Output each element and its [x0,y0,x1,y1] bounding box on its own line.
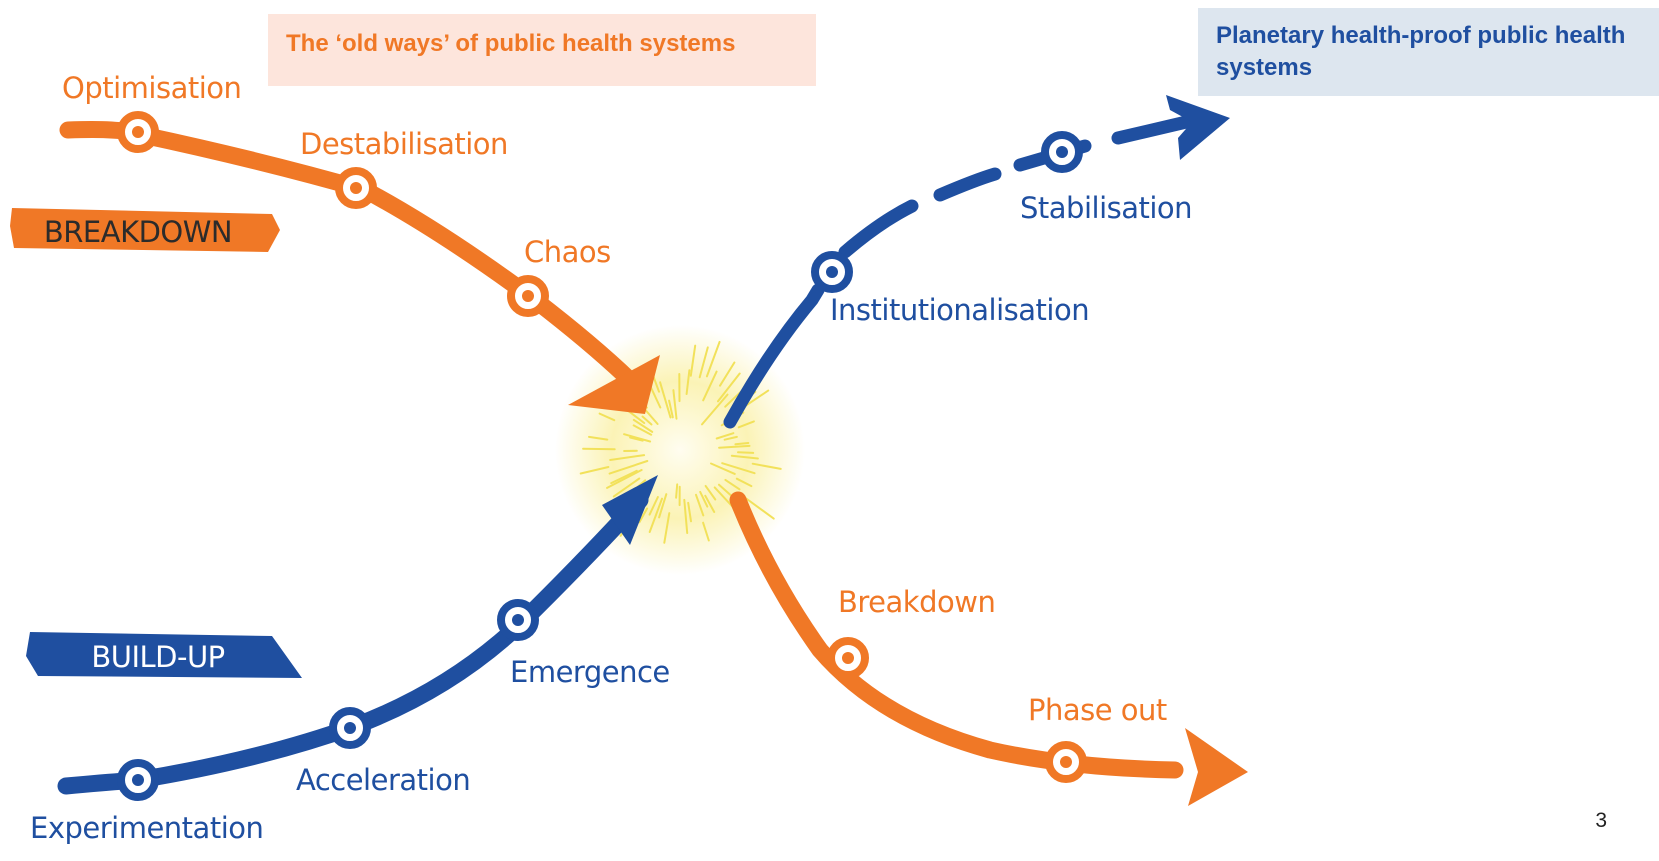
breakdown-banner: BREAKDOWN [10,208,280,252]
label-chaos: Chaos [524,235,611,269]
burst-ray [737,451,755,454]
old-ways-callout: The ‘old ways’ of public health systems [268,14,816,86]
burst-ray [658,493,668,519]
burst-ray [579,466,610,475]
burst-ray [588,435,609,441]
burst-ray [715,432,735,440]
planetary-health-callout: Planetary health-proof public health sys… [1198,8,1659,96]
marker-phase-out [1045,741,1087,783]
burst-ray [713,486,735,509]
page-number: 3 [1595,809,1607,832]
burst-ray [751,462,782,470]
burst-ray [704,494,716,513]
burst-ray [638,507,649,524]
burst-ray [718,444,751,449]
burst-ray [724,478,741,491]
burst-ray [672,389,678,420]
burst-ray [737,420,755,429]
buildup-curve-arrowhead [602,475,658,545]
burst-ray [699,490,709,508]
burst-ray [721,462,756,475]
burst-ray [629,436,644,442]
burst-ray [741,494,775,520]
label-optimisation: Optimisation [62,71,241,105]
marker-optimisation [117,111,159,153]
institutionalisation-curve-segment-2 [838,199,919,259]
burst-ray [705,340,721,378]
burst-ray [632,424,653,436]
marker-destabilisation [335,167,377,209]
burst-ray [701,393,729,426]
buildup-banner: BUILD-UP [26,632,302,678]
phase-out-arrowhead [1185,728,1248,806]
institutionalisation-curve-segment-5 [1111,113,1202,145]
burst-ray [606,469,643,489]
label-phase-out: Phase out [1028,693,1167,727]
label-stabilisation: Stabilisation [1020,191,1192,225]
burst-ray [648,497,663,533]
marker-experimentation [117,759,159,801]
burst-ray [609,454,646,461]
marker-acceleration [329,707,371,749]
burst-ray [704,484,717,501]
label-acceleration: Acceleration [296,763,470,797]
burst-ray [698,346,709,379]
label-institutionalisation: Institutionalisation [830,293,1089,327]
burst-ray [663,512,671,544]
burst-ray [659,381,672,419]
planetary-health-callout-text: Planetary health-proof public health sys… [1216,22,1626,81]
breakdown-banner-label: BREAKDOWN [44,215,232,249]
institutionalisation-curve-segment-3 [933,167,1002,202]
burst-ray [668,399,674,419]
burst-ray [710,462,736,475]
burst-ray [610,469,638,485]
marker-emergence [497,599,539,641]
burst-rays [579,340,782,544]
breakdown-curve-arrowhead [568,355,660,414]
burst-ray [632,418,654,433]
buildup-banner-brush [26,632,302,678]
label-experimentation: Experimentation [30,811,263,845]
burst-ray [723,435,738,441]
burst-ray [648,496,659,516]
burst-ray [641,415,653,426]
burst-ray [735,477,753,488]
burst-ray [687,501,692,523]
burst-ray [702,521,710,542]
burst-ray [608,460,649,475]
label-emergence: Emergence [510,655,670,689]
burst-ray [734,442,750,446]
burst-ray [689,344,697,377]
marker-chaos [507,275,549,317]
label-destabilisation: Destabilisation [300,127,508,161]
stabilisation-arrowhead [1166,95,1230,160]
burst-ray [623,433,652,443]
marker-breakdown [827,637,869,679]
burst-ray [598,412,616,422]
burst-ray [683,498,689,534]
phase-out-curve [729,491,1184,779]
burst-ray [612,477,641,498]
label-breakdown: Breakdown [838,585,995,619]
burst-ray [702,370,718,402]
burst-ray [719,361,736,387]
burst-ray [695,493,705,517]
institutionalisation-curve-segment-1 [723,283,825,429]
burst-ray [685,369,691,395]
burst-ray [717,372,741,403]
burst-ray [675,483,679,499]
marker-institutionalisation [811,251,853,293]
buildup-banner-label: BUILD-UP [91,640,224,674]
breakdown-banner-brush [10,208,280,252]
marker-stabilisation [1041,131,1083,173]
old-ways-callout-text: The ‘old ways’ of public health systems [286,30,736,57]
burst-ray [730,454,759,460]
